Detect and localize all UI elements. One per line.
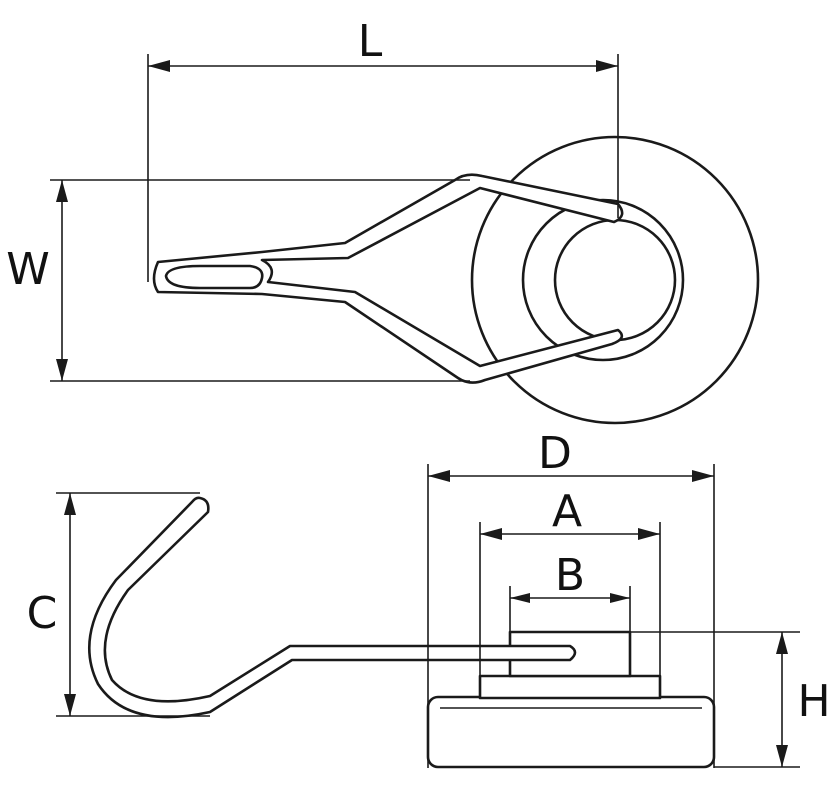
dimension-a <box>479 522 661 676</box>
top-view <box>152 135 760 425</box>
dimension-w <box>50 179 470 382</box>
dimension-l <box>147 54 619 282</box>
label-h: H <box>797 676 830 727</box>
side-view <box>87 496 716 769</box>
label-c: C <box>27 588 58 639</box>
hook-wire-side <box>87 496 577 719</box>
label-a: A <box>552 486 582 537</box>
hook-wire-outer <box>152 173 624 384</box>
label-l: L <box>358 16 383 67</box>
collar-a <box>478 674 662 700</box>
dimensions <box>50 54 800 768</box>
label-d: D <box>538 428 572 479</box>
hook-wire-slot <box>164 264 264 290</box>
magnet-base-outer-circle <box>470 135 760 425</box>
dimension-c <box>56 492 210 717</box>
dimension-b <box>509 586 631 632</box>
dimension-h <box>630 631 800 768</box>
dimension-d <box>427 464 715 768</box>
label-w: W <box>6 244 50 295</box>
label-b: B <box>555 550 585 601</box>
